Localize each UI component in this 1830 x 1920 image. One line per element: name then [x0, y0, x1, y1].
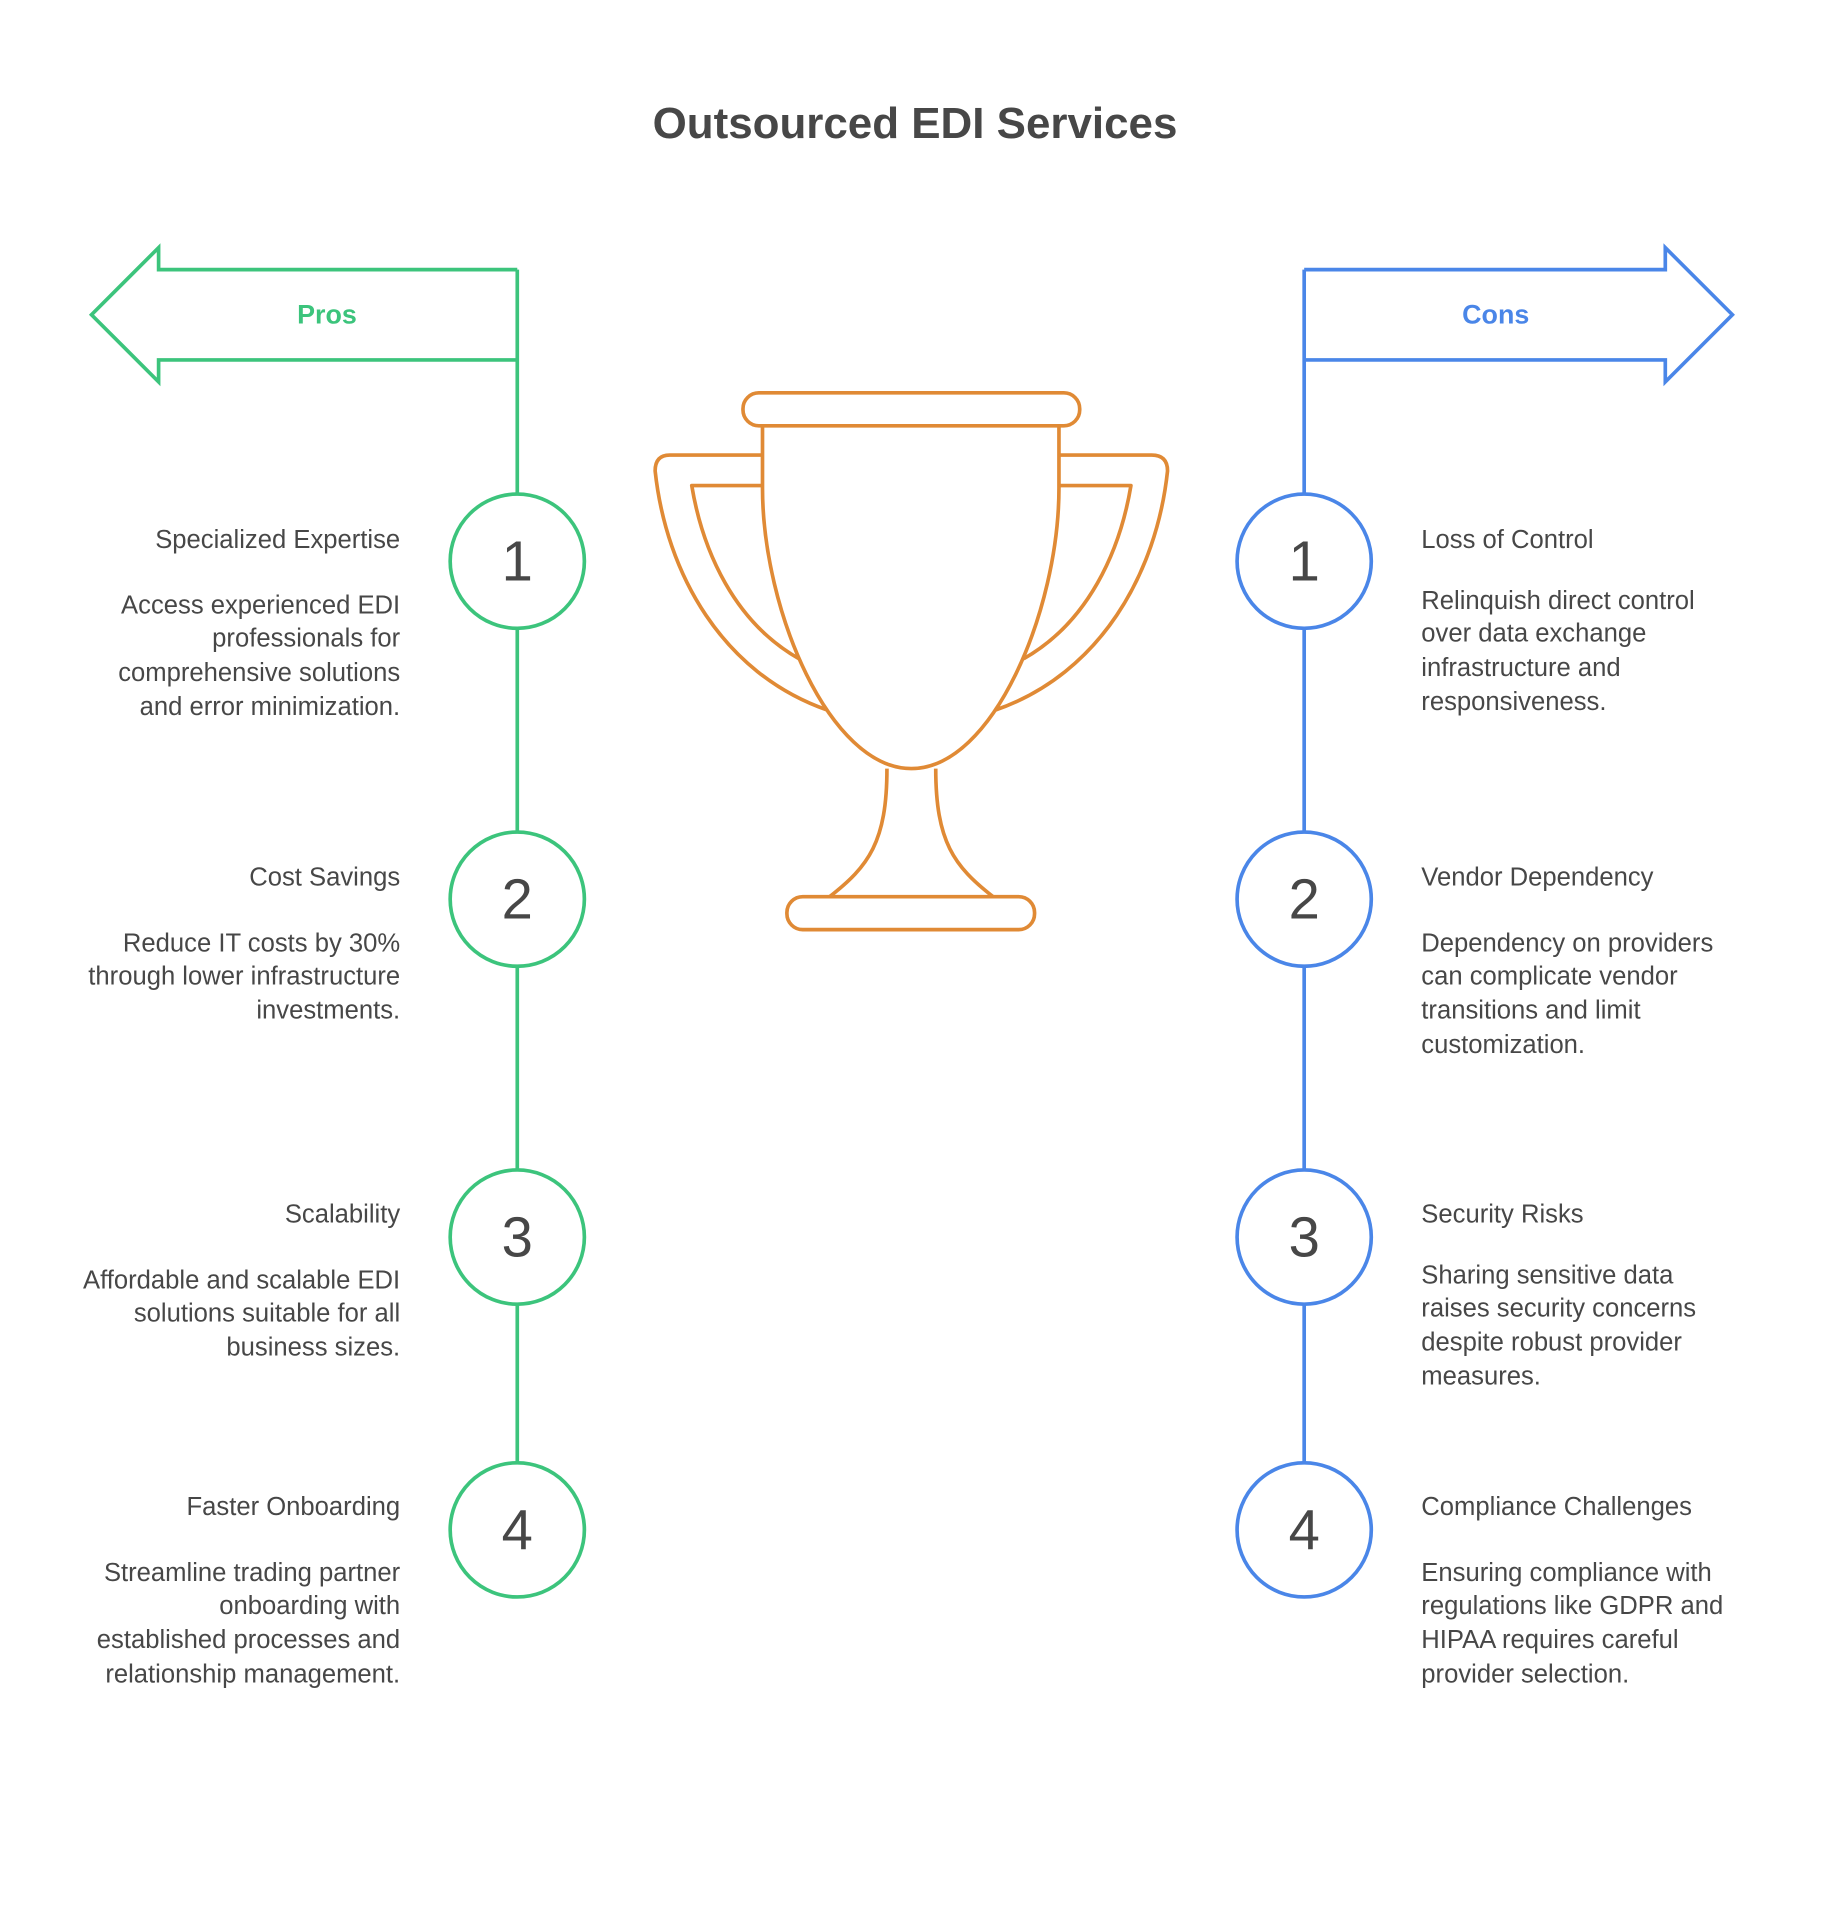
item-heading: Vendor Dependency — [1421, 863, 1654, 892]
cons-arrow — [1304, 243, 1735, 387]
pros-circle-4 — [448, 1460, 587, 1599]
cons-number-1: 1 — [1288, 529, 1320, 593]
cons-item-1: Loss of Control Relinquish direct contro… — [1421, 523, 1738, 719]
pros-circle-1 — [448, 492, 587, 631]
cons-circle-3 — [1235, 1168, 1374, 1307]
pros-number-3: 3 — [501, 1205, 533, 1269]
pros-item-4: Faster Onboarding Streamline trading par… — [83, 1491, 400, 1692]
pros-circle-3 — [448, 1168, 587, 1307]
item-description: Streamline trading partner onboarding wi… — [96, 1558, 401, 1689]
item-description: Ensuring compliance with regulations lik… — [1421, 1558, 1724, 1689]
cons-item-4: Compliance Challenges Ensuring complianc… — [1421, 1491, 1738, 1692]
item-heading: Compliance Challenges — [1421, 1493, 1692, 1522]
cons-number-4: 4 — [1288, 1498, 1320, 1562]
item-description: Affordable and scalable EDI solutions su… — [83, 1265, 401, 1362]
pros-item-2: Cost Savings Reduce IT costs by 30% thro… — [83, 861, 400, 1028]
trophy-icon — [653, 391, 1170, 932]
item-heading: Scalability — [284, 1200, 401, 1229]
cons-number-2: 2 — [1288, 867, 1320, 931]
item-description: Reduce IT costs by 30% through lower inf… — [88, 929, 401, 1025]
item-description: Sharing sensitive data raises security c… — [1421, 1261, 1697, 1391]
item-heading: Loss of Control — [1421, 525, 1594, 554]
cons-circle-2 — [1235, 830, 1374, 969]
item-heading: Specialized Expertise — [155, 525, 401, 554]
cons-label: Cons — [1462, 298, 1530, 330]
cons-item-2: Vendor Dependency Dependency on provider… — [1421, 861, 1738, 1062]
page-title: Outsourced EDI Services — [652, 97, 1178, 148]
pros-number-4: 4 — [501, 1498, 533, 1562]
cons-item-3: Security Risks Sharing sensitive data ra… — [1421, 1198, 1738, 1394]
item-heading: Faster Onboarding — [186, 1493, 401, 1522]
pros-item-3: Scalability Affordable and scalable EDI … — [83, 1198, 400, 1365]
item-description: Access experienced EDI professionals for… — [118, 591, 401, 721]
item-heading: Cost Savings — [249, 863, 401, 892]
item-description: Dependency on providers can complicate v… — [1421, 929, 1714, 1059]
pros-circle-2 — [448, 830, 587, 969]
pros-number-1: 1 — [501, 529, 533, 593]
cons-number-3: 3 — [1288, 1205, 1320, 1269]
cons-circle-1 — [1235, 492, 1374, 631]
item-description: Relinquish direct control over data exch… — [1421, 586, 1695, 716]
pros-label: Pros — [297, 298, 357, 330]
pros-number-2: 2 — [501, 867, 533, 931]
pros-arrow — [88, 243, 518, 387]
cons-circle-4 — [1235, 1460, 1374, 1599]
item-heading: Security Risks — [1421, 1200, 1584, 1229]
pros-item-1: Specialized Expertise Access experienced… — [83, 523, 400, 724]
